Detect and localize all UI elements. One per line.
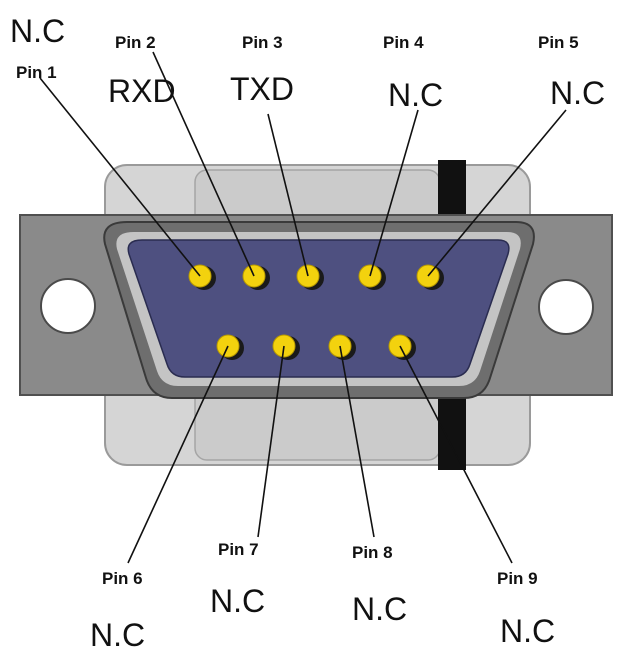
pin-7-leader-line xyxy=(257,345,285,538)
pin-9-label: Pin 9 xyxy=(497,569,538,588)
pin-4 xyxy=(358,264,386,290)
pin-1-leader-line xyxy=(39,77,201,277)
pin-4-label: Pin 4 xyxy=(383,33,424,52)
pin-7-signal: N.C xyxy=(210,583,265,619)
pin-2-leader-line xyxy=(152,51,255,277)
pin-2-label: Pin 2 xyxy=(115,33,156,52)
pin-6-leader-line xyxy=(127,345,229,564)
leader-lines xyxy=(39,51,567,564)
pin-1-label: Pin 1 xyxy=(16,63,57,82)
pin-8-signal: N.C xyxy=(352,591,407,627)
left-mounting-hole xyxy=(40,278,96,334)
pin-9 xyxy=(388,334,416,360)
pin-8-leader-line xyxy=(339,345,375,538)
pin-1-signal: N.C xyxy=(10,13,65,49)
pin-9-signal: N.C xyxy=(500,613,555,649)
pin-7-label: Pin 7 xyxy=(218,540,259,559)
pin-4-leader-line xyxy=(369,109,419,277)
pin-2-signal: RXD xyxy=(108,73,176,109)
pin-5-leader-line xyxy=(427,109,567,277)
labels: N.C Pin 1 Pin 2 RXD Pin 3 TXD Pin 4 N.C … xyxy=(10,13,605,653)
pin-5-label: Pin 5 xyxy=(538,33,579,52)
right-mounting-hole xyxy=(538,279,594,335)
pin-3-label: Pin 3 xyxy=(242,33,283,52)
pin-5-signal: N.C xyxy=(550,75,605,111)
pin-6-signal: N.C xyxy=(90,617,145,653)
pin-9-leader-line xyxy=(399,345,513,564)
connector-shell xyxy=(103,221,535,399)
pin-4-signal: N.C xyxy=(388,77,443,113)
pin-insert xyxy=(127,239,510,378)
pin-3-signal: TXD xyxy=(230,71,294,107)
pin-6-label: Pin 6 xyxy=(102,569,143,588)
pin-8-label: Pin 8 xyxy=(352,543,393,562)
pin-3-leader-line xyxy=(267,113,309,277)
